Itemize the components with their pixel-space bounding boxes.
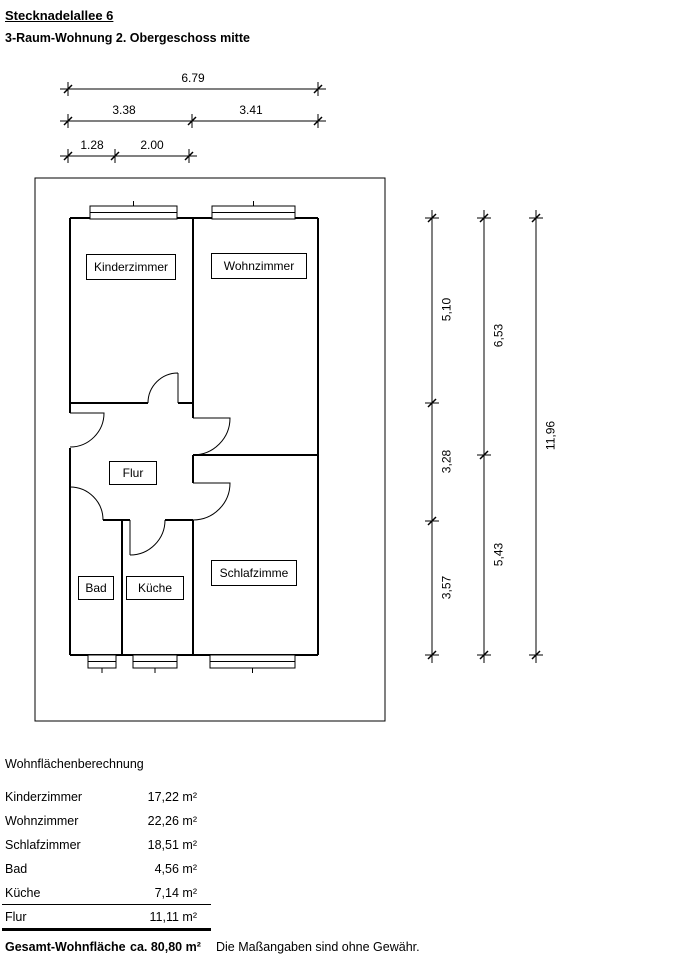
door-swings (69, 372, 231, 556)
dim-flur-left: 1.28 (80, 138, 104, 152)
room-name: Flur (5, 910, 27, 924)
area-table-heading: Wohnflächenberechnung (5, 757, 144, 771)
room-name: Schlafzimmer (5, 838, 81, 852)
sum-rule-thick (2, 928, 211, 931)
room-label-wohnzimmer: Wohnzimmer (211, 253, 307, 279)
dim-height-schlafzimmer: 5,43 (491, 532, 507, 577)
dim-width-left: 3.38 (112, 103, 136, 117)
room-name: Wohnzimmer (5, 814, 79, 828)
room-label-kueche: Küche (126, 576, 184, 600)
disclaimer-text: Die Maßangaben sind ohne Gewähr. (216, 940, 420, 954)
room-area: 11,11 m² (149, 910, 197, 924)
room-name: Kinderzimmer (5, 790, 83, 804)
room-area: 7,14 m² (154, 886, 197, 900)
room-label-kinderzimmer: Kinderzimmer (86, 254, 176, 280)
building-outline (34, 177, 386, 722)
dim-height-wohnzimmer: 6,53 (491, 313, 507, 358)
room-label-schlafzimmer: Schlafzimme (211, 560, 297, 586)
area-row-kueche: Küche 7,14 m² (5, 881, 211, 905)
dim-width-right: 3.41 (239, 103, 263, 117)
total-area-value: ca. 80,80 m² (130, 940, 201, 954)
area-row-kinderzimmer: Kinderzimmer 17,22 m² (5, 785, 211, 809)
room-label-flur: Flur (109, 461, 157, 485)
dim-flur-right: 2.00 (140, 138, 164, 152)
page-subtitle: 3-Raum-Wohnung 2. Obergeschoss mitte (5, 31, 250, 45)
dim-height-bad-kueche: 3,57 (439, 565, 455, 610)
area-row-flur: Flur 11,11 m² (5, 905, 211, 929)
room-area: 18,51 m² (147, 838, 197, 852)
room-area: 17,22 m² (147, 790, 197, 804)
room-name: Bad (5, 862, 28, 876)
sum-rule-thin (2, 904, 211, 905)
area-table: Kinderzimmer 17,22 m² Wohnzimmer 22,26 m… (5, 785, 211, 929)
dimension-slashes (63, 84, 541, 660)
room-area: 4,56 m² (154, 862, 197, 876)
dim-height-kinderzimmer: 5,10 (439, 287, 455, 332)
dimension-lines (60, 82, 543, 663)
room-name: Küche (5, 886, 41, 900)
area-row-bad: Bad 4,56 m² (5, 857, 211, 881)
dim-height-flur: 3,28 (439, 439, 455, 484)
room-label-bad: Bad (78, 576, 114, 600)
dimension-ticks (67, 82, 543, 656)
dim-total-height: 11,96 (543, 413, 559, 458)
page-title: Stecknadelallee 6 (5, 8, 114, 23)
dim-total-width: 6.79 (181, 71, 205, 85)
window-symbols (87, 201, 296, 673)
total-area-label: Gesamt-Wohnfläche (5, 940, 126, 954)
area-row-wohnzimmer: Wohnzimmer 22,26 m² (5, 809, 211, 833)
room-area: 22,26 m² (147, 814, 197, 828)
area-row-schlafzimmer: Schlafzimmer 18,51 m² (5, 833, 211, 857)
apartment-walls (69, 217, 319, 656)
